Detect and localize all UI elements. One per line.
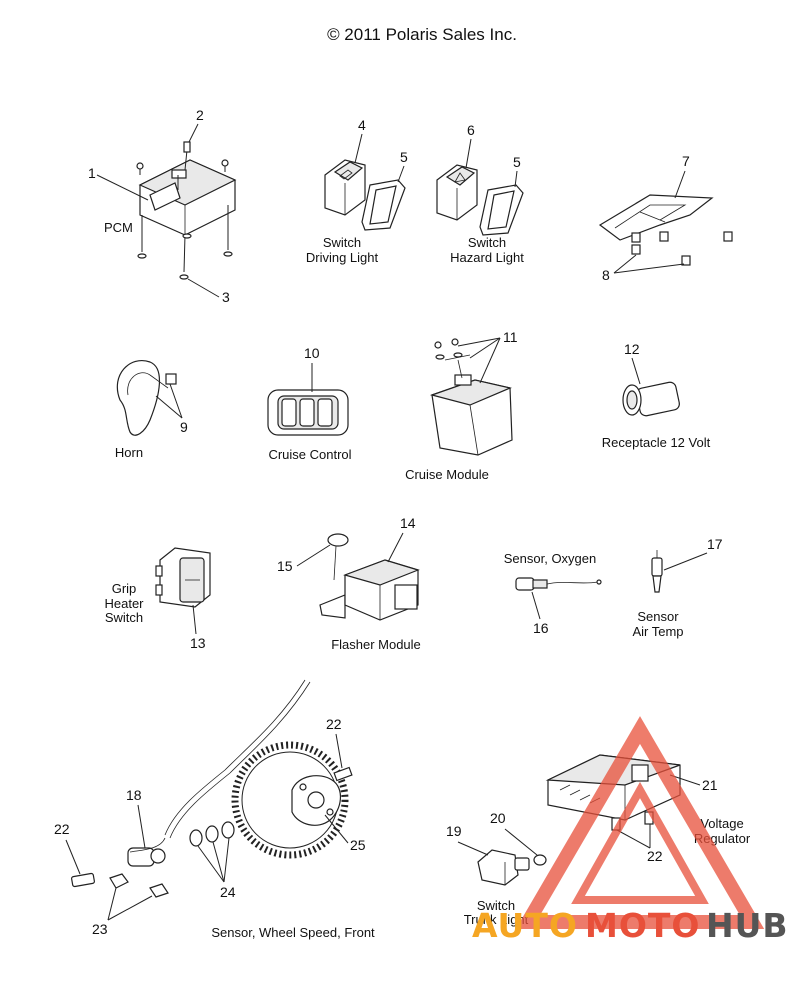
- cruise-control-part: [267, 389, 349, 436]
- callout-5b: 5: [513, 154, 521, 170]
- watermark-logo: [515, 716, 765, 929]
- label-cruise-module: Cruise Module: [405, 467, 489, 482]
- callout-4: 4: [358, 117, 366, 133]
- label-receptacle: Receptacle 12 Volt: [602, 435, 711, 450]
- callout-23: 23: [92, 921, 108, 937]
- label-trunk-2: Trunk Light: [464, 912, 529, 927]
- label-switch-hazard-2: Hazard Light: [450, 250, 524, 265]
- callout-21: 21: [702, 777, 718, 793]
- callout-25: 25: [350, 837, 366, 853]
- callout-22c: 22: [647, 848, 663, 864]
- label-flasher: Flasher Module: [331, 637, 421, 652]
- callout-3: 3: [222, 289, 230, 305]
- grip-heater-switch-part: [155, 547, 211, 608]
- sensor-oxygen-part: [515, 577, 602, 591]
- label-sensor-air-2: Air Temp: [632, 624, 683, 639]
- callout-11: 11: [503, 329, 518, 345]
- sensor-air-temp-part: [651, 550, 663, 593]
- label-sensor-oxygen: Sensor, Oxygen: [504, 551, 597, 566]
- switch-hazard-light-part: [436, 164, 478, 221]
- wheel-speed-sensor-part: [71, 679, 353, 898]
- callout-10: 10: [304, 345, 320, 361]
- label-sensor-air-1: Sensor: [637, 609, 679, 624]
- callout-14: 14: [400, 515, 416, 531]
- pcm-part: [136, 141, 237, 280]
- label-grip-2: Heater: [104, 596, 144, 611]
- callout-24: 24: [220, 884, 236, 900]
- callout-5a: 5: [400, 149, 408, 165]
- callout-7: 7: [682, 153, 690, 169]
- label-switch-driving-1: Switch: [323, 235, 361, 250]
- callout-6: 6: [467, 122, 475, 138]
- callout-12: 12: [624, 341, 640, 357]
- callout-22a: 22: [326, 716, 342, 732]
- label-switch-driving-2: Driving Light: [306, 250, 379, 265]
- label-cruise-control: Cruise Control: [268, 447, 351, 462]
- cruise-module-part: [429, 338, 513, 456]
- callout-19: 19: [446, 823, 462, 839]
- label-grip-3: Switch: [105, 610, 143, 625]
- callout-1: 1: [88, 165, 96, 181]
- callout-15: 15: [277, 558, 293, 574]
- callout-2: 2: [196, 107, 204, 123]
- callout-13: 13: [190, 635, 206, 651]
- switch-driving-light-part: [324, 159, 366, 216]
- label-trunk-1: Switch: [477, 898, 515, 913]
- callout-8: 8: [602, 267, 610, 283]
- label-sensor-wheel: Sensor, Wheel Speed, Front: [211, 925, 375, 940]
- callout-22b: 22: [54, 821, 70, 837]
- label-horn: Horn: [115, 445, 143, 460]
- watermark-text: AUTO MOTO HUB: [472, 906, 789, 945]
- watermark-moto: MOTO: [585, 906, 700, 945]
- horn-part: [116, 360, 177, 436]
- callout-20: 20: [490, 810, 506, 826]
- switch-trunk-light-part: [477, 849, 547, 886]
- callout-18: 18: [126, 787, 142, 803]
- callout-17: 17: [707, 536, 723, 552]
- bezel-driving-part: [361, 179, 406, 231]
- label-grip-1: Grip: [112, 581, 137, 596]
- watermark-triangle-icon: [515, 716, 765, 929]
- receptacle-part: [622, 381, 680, 417]
- callout-9: 9: [180, 419, 188, 435]
- callout-16: 16: [533, 620, 549, 636]
- bracket-part: [598, 194, 733, 266]
- watermark-auto: AUTO: [472, 906, 578, 945]
- label-voltage-1: Voltage: [700, 816, 743, 831]
- label-switch-hazard-1: Switch: [468, 235, 506, 250]
- bezel-hazard-part: [479, 184, 524, 236]
- label-pcm: PCM: [104, 220, 133, 235]
- flasher-module-part: [319, 533, 420, 621]
- copyright-text: © 2011 Polaris Sales Inc.: [327, 25, 517, 44]
- watermark-hub: HUB: [706, 906, 789, 945]
